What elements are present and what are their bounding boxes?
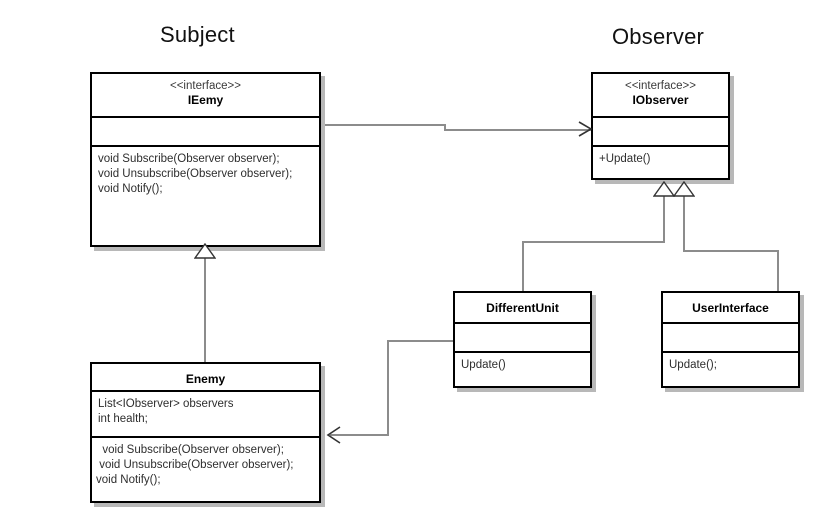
class-methods-text-ieemy: void Subscribe(Observer observer); void … <box>98 153 293 195</box>
edge-userinterface-to-iobserver-seg2 <box>683 250 779 252</box>
generalization-triangle-ieemy <box>194 243 216 259</box>
class-methods-ieemy: void Subscribe(Observer observer); void … <box>92 145 319 245</box>
class-box-enemy[interactable]: Enemy List<IObserver> observers int heal… <box>90 362 321 503</box>
class-attributes-enemy: List<IObserver> observers int health; <box>92 390 319 436</box>
class-attributes-userinterface <box>663 322 798 351</box>
class-attributes-text-enemy: List<IObserver> observers int health; <box>98 398 234 425</box>
open-arrowhead-iobserver <box>578 121 593 137</box>
class-header-iobserver: <<interface>> IObserver <box>593 74 728 116</box>
class-box-differentunit[interactable]: DifferentUnit Update() <box>453 291 592 388</box>
class-stereotype-iobserver: <<interface>> <box>625 80 696 92</box>
edge-userinterface-to-iobserver-seg3 <box>777 250 779 293</box>
class-methods-text-differentunit: Update() <box>461 359 506 371</box>
class-attributes-text-ieemy <box>92 118 319 123</box>
group-title-observer: Observer <box>612 24 705 49</box>
edge-userinterface-to-iobserver-seg1 <box>683 190 685 252</box>
class-methods-text-iobserver: +Update() <box>599 153 651 165</box>
edge-differentunit-to-enemy-seg1 <box>387 340 455 342</box>
class-attributes-iobserver <box>593 116 728 145</box>
class-attributes-text-differentunit <box>455 324 590 329</box>
edge-differentunit-to-iobserver-seg3 <box>522 241 524 293</box>
class-methods-differentunit: Update() <box>455 351 590 386</box>
class-methods-enemy: void Subscribe(Observer observer); void … <box>92 436 319 501</box>
class-methods-text-userinterface: Update(); <box>669 359 717 371</box>
class-box-userinterface[interactable]: UserInterface Update(); <box>661 291 800 388</box>
class-name-userinterface: UserInterface <box>692 301 769 315</box>
generalization-triangle-iobserver-left <box>653 181 675 197</box>
class-header-ieemy: <<interface>> IEemy <box>92 74 319 116</box>
class-methods-userinterface: Update(); <box>663 351 798 386</box>
edge-differentunit-to-iobserver-seg1 <box>663 190 665 243</box>
group-title-subject: Subject <box>160 22 235 47</box>
open-arrowhead-enemy <box>326 426 341 444</box>
class-methods-text-enemy: void Subscribe(Observer observer); void … <box>96 444 294 486</box>
class-methods-iobserver: +Update() <box>593 145 728 178</box>
class-attributes-text-iobserver <box>593 118 728 123</box>
class-name-enemy: Enemy <box>185 372 226 386</box>
class-name-iobserver: IObserver <box>632 93 689 107</box>
generalization-triangle-iobserver-right <box>673 181 695 197</box>
class-name-ieemy: IEemy <box>187 93 224 107</box>
edge-enemy-to-ieemy <box>204 252 206 362</box>
class-name-differentunit: DifferentUnit <box>486 301 559 315</box>
edge-ieemy-to-iobserver-seg1 <box>320 124 444 126</box>
class-attributes-ieemy <box>92 116 319 145</box>
class-box-ieemy[interactable]: <<interface>> IEemy void Subscribe(Obser… <box>90 72 321 247</box>
edge-differentunit-to-iobserver-seg2 <box>522 241 665 243</box>
class-attributes-text-userinterface <box>663 324 798 329</box>
class-stereotype-ieemy: <<interface>> <box>170 80 241 92</box>
edge-ieemy-to-iobserver-seg3 <box>444 129 591 131</box>
class-attributes-differentunit <box>455 322 590 351</box>
edge-differentunit-to-enemy-seg3 <box>330 434 389 436</box>
edge-ieemy-to-iobserver-seg2 <box>444 124 446 131</box>
edge-differentunit-to-enemy-seg2 <box>387 340 389 436</box>
class-box-iobserver[interactable]: <<interface>> IObserver +Update() <box>591 72 730 180</box>
